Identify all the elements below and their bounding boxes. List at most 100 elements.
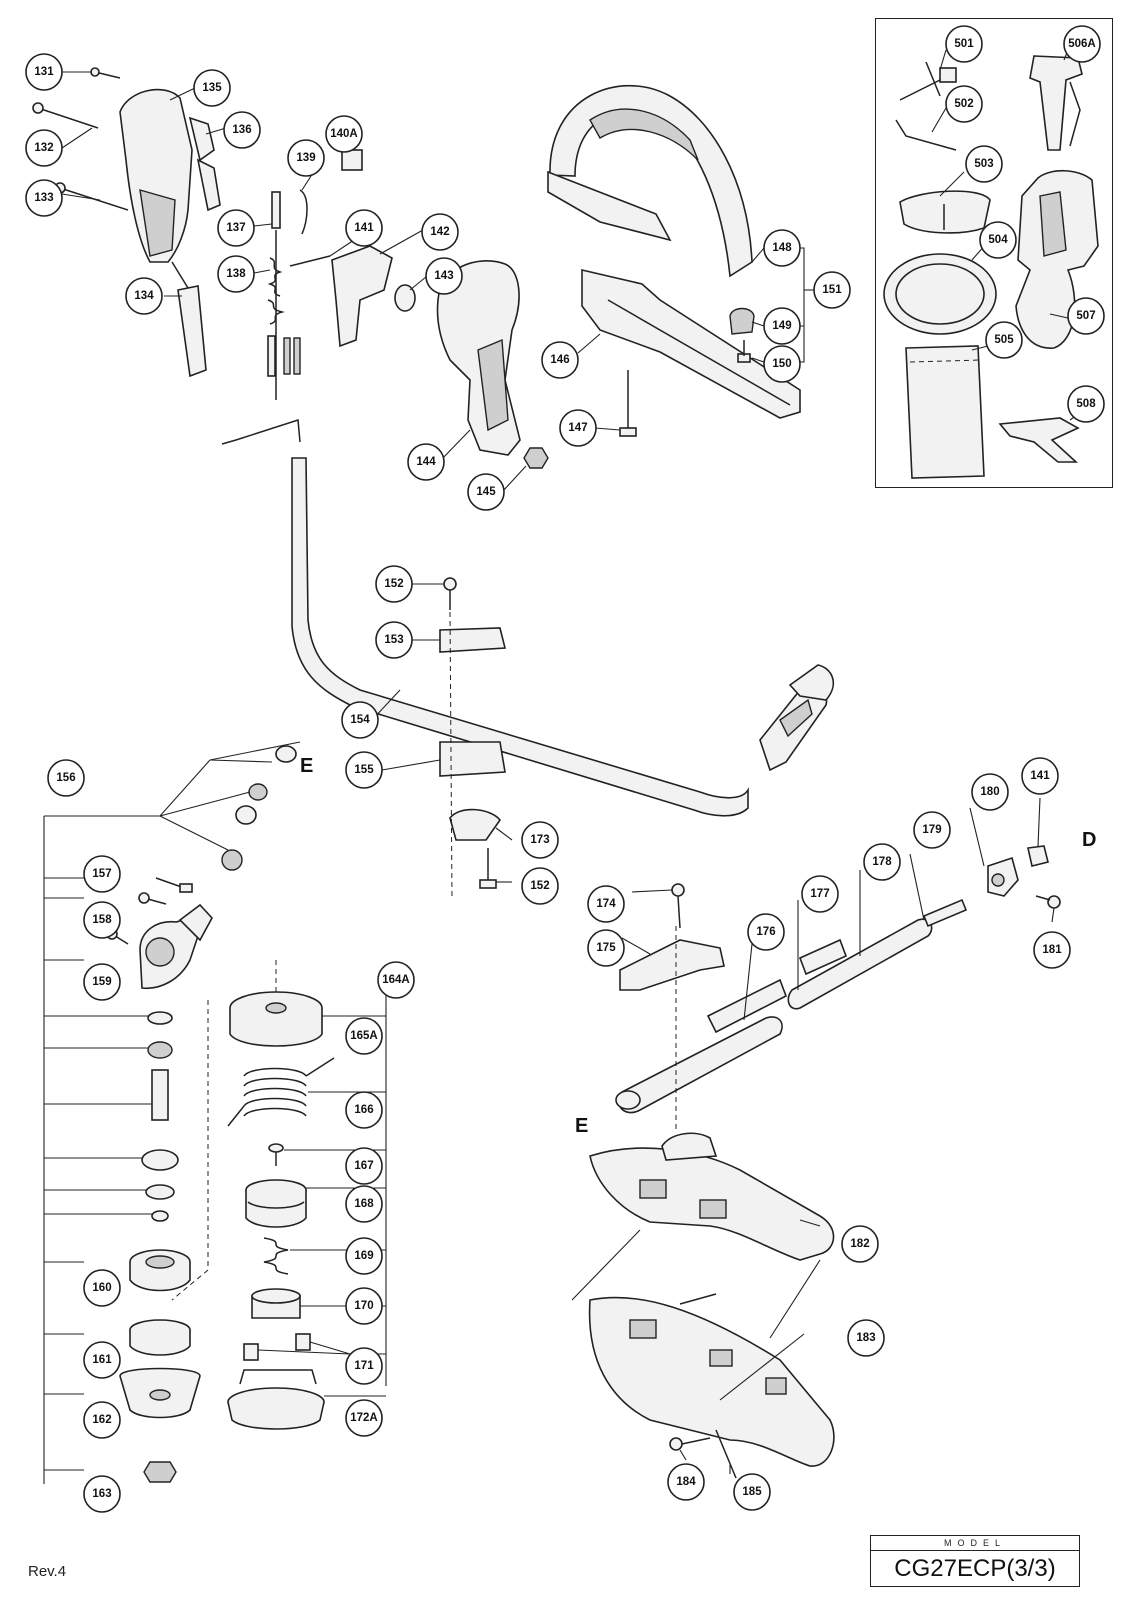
callout-label: 142 (430, 226, 449, 238)
callout-501: 501 (945, 25, 983, 63)
callout-156: 156 (47, 759, 85, 797)
goggles-503 (899, 190, 991, 234)
harness-506A (1029, 55, 1083, 151)
callout-label: 178 (872, 856, 892, 868)
spool-168 (245, 1179, 307, 1228)
callout-label: 152 (384, 578, 403, 590)
screw-133 (54, 182, 129, 211)
model-name: CG27ECP(3/3) (894, 1555, 1056, 1582)
callout-166: 166 (345, 1091, 383, 1129)
bracket-175 (619, 939, 725, 991)
callout-label: 177 (810, 888, 829, 900)
screw-132 (32, 102, 99, 129)
guard-183 (588, 1293, 835, 1467)
clamp-153 (439, 627, 507, 653)
callout-180: 180 (971, 773, 1009, 811)
callout-174: 174 (587, 885, 625, 923)
gear-case-159 (139, 903, 213, 989)
callout-173: 173 (521, 821, 559, 859)
callout-144: 144 (407, 443, 445, 481)
callout-164A: 164A (377, 961, 415, 999)
callout-132: 132 (25, 129, 63, 167)
callout-label: 166 (354, 1104, 373, 1116)
callout-label: 182 (850, 1238, 869, 1250)
bolt-184 (669, 1437, 711, 1451)
callout-184: 184 (667, 1463, 705, 1501)
callout-label: 141 (1030, 770, 1050, 782)
throttle-lever-142 (331, 245, 393, 348)
callout-153: 153 (375, 621, 413, 659)
callout-141-front: 141 (1021, 757, 1059, 795)
callout-136: 136 (223, 111, 261, 149)
clip-141-front (1027, 845, 1049, 867)
callout-131: 131 (25, 53, 63, 91)
tool-bag-505 (905, 345, 985, 479)
accessory-kit-frame (875, 18, 1113, 488)
callout-label: 140A (330, 128, 358, 140)
knob-170 (251, 1288, 301, 1319)
bolt-147 (619, 370, 637, 437)
clamp-155 (439, 741, 506, 777)
callout-134: 134 (125, 277, 163, 315)
callout-label: 145 (476, 486, 496, 498)
callout-label: 143 (434, 270, 453, 282)
callout-label: 172A (350, 1412, 378, 1424)
callout-162: 162 (83, 1401, 121, 1439)
callout-label: 154 (350, 714, 370, 726)
callout-179: 179 (913, 811, 951, 849)
grip-handle-144 (436, 260, 521, 456)
screw-150 (737, 340, 751, 363)
blade-508 (998, 417, 1080, 463)
model-caption: MODEL (871, 1536, 1079, 1551)
callout-155: 155 (345, 751, 383, 789)
clamp-173 (449, 808, 502, 841)
callout-label: 164A (382, 974, 410, 986)
callout-label: 150 (772, 358, 791, 370)
guard-182 (589, 1132, 835, 1261)
callout-label: 161 (92, 1354, 112, 1366)
callout-505: 505 (985, 321, 1023, 359)
callout-label: 158 (92, 914, 112, 926)
callout-137: 137 (217, 209, 255, 247)
callout-label: 167 (354, 1160, 373, 1172)
callout-label: 153 (384, 634, 403, 646)
spool-line-166 (227, 1057, 335, 1127)
main-tube-154 (291, 457, 749, 817)
callout-label: 144 (416, 456, 436, 468)
callout-175: 175 (587, 929, 625, 967)
callout-label: 174 (596, 898, 616, 910)
callout-label: 151 (822, 284, 842, 296)
callout-507: 507 (1067, 297, 1105, 335)
callout-label: 131 (34, 66, 54, 78)
callout-161: 161 (83, 1341, 121, 1379)
callout-label: 133 (34, 192, 53, 204)
callout-138: 138 (217, 255, 255, 293)
bolt-167 (268, 1143, 284, 1166)
callout-178: 178 (863, 843, 901, 881)
callout-160: 160 (83, 1269, 121, 1307)
callout-label: 170 (354, 1300, 373, 1312)
callout-label: 132 (34, 142, 53, 154)
eyelet-171 (243, 1333, 311, 1361)
callout-label: 149 (772, 320, 791, 332)
callout-182: 182 (841, 1225, 879, 1263)
callout-504: 504 (979, 221, 1017, 259)
callout-label: 507 (1076, 310, 1095, 322)
callout-label: 156 (56, 772, 75, 784)
callout-label: 504 (988, 234, 1008, 246)
letter-marker-e-lower: E (575, 1115, 588, 1137)
callout-139: 139 (287, 139, 325, 177)
callout-143: 143 (425, 257, 463, 295)
callout-165A: 165A (345, 1017, 383, 1055)
spring-143 (394, 284, 416, 312)
callout-141: 141 (345, 209, 383, 247)
callout-label: 148 (772, 242, 792, 254)
callout-label: 506A (1068, 38, 1096, 50)
bolt-174 (671, 883, 685, 929)
callout-163: 163 (83, 1475, 121, 1513)
callout-172A: 172A (345, 1399, 383, 1437)
spring-169 (263, 1237, 289, 1275)
callout-label: 155 (354, 764, 374, 776)
blade-185 (715, 1429, 737, 1479)
callout-label: 508 (1076, 398, 1096, 410)
